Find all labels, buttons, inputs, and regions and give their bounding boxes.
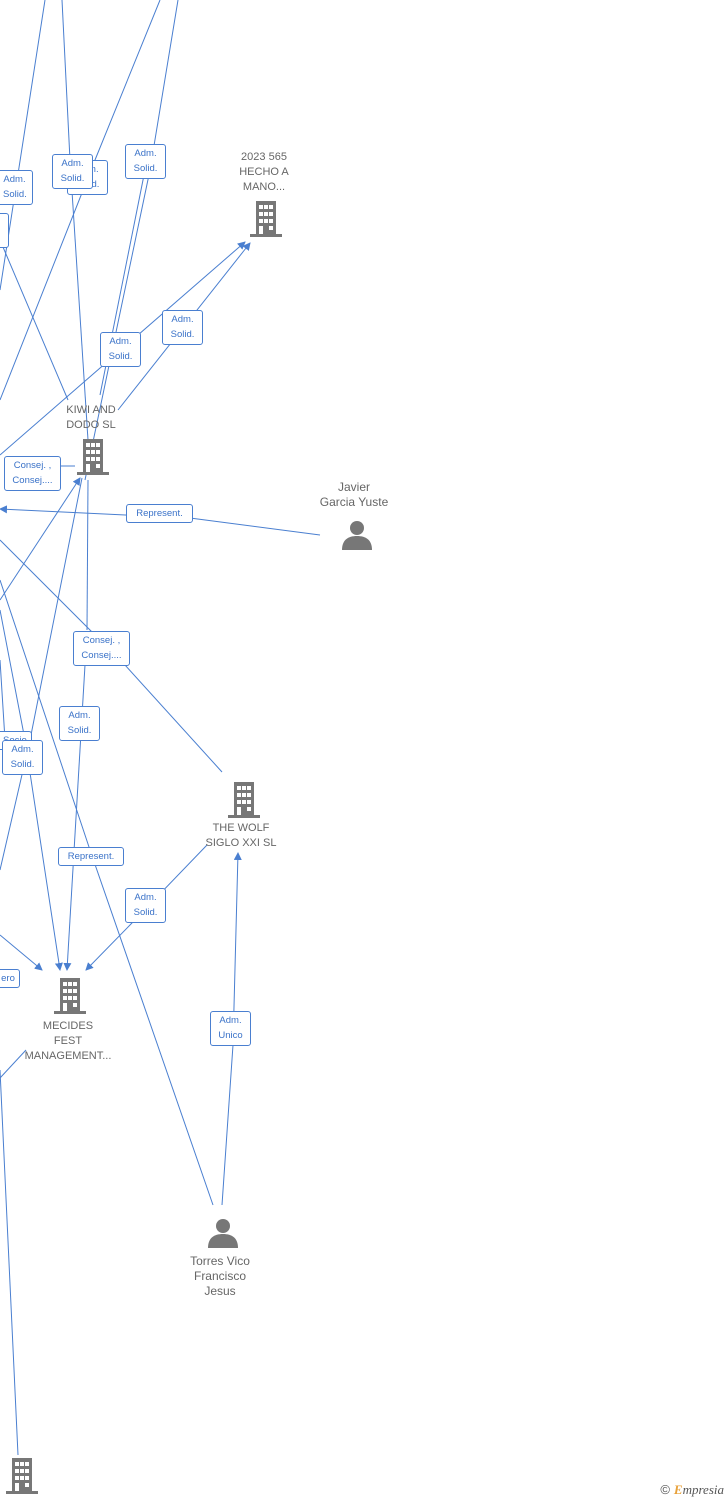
- edge-label-adm-unico[interactable]: Adm.Unico: [210, 1011, 251, 1046]
- empresia-watermark[interactable]: ©Empresia: [660, 1482, 724, 1498]
- building-icon: [77, 439, 109, 475]
- brand-name: mpresia: [682, 1482, 724, 1497]
- edge-line: [0, 539, 96, 636]
- node-label-javier-garcia-yuste[interactable]: Javier Garcia Yuste: [319, 480, 389, 509]
- edge-line: [0, 579, 214, 1206]
- edge-label-adm-solid[interactable]: Adm.Solid.: [162, 310, 203, 345]
- edge-label-adm-solid[interactable]: Adm.Solid.: [125, 144, 166, 179]
- person-icon: [342, 521, 372, 550]
- edge-line: [69, 159, 89, 441]
- edge-line: [0, 239, 69, 401]
- edge-label-represent[interactable]: Represent.: [126, 504, 193, 523]
- copyright-symbol: ©: [660, 1482, 670, 1497]
- edge-label-represent[interactable]: Represent.: [58, 847, 124, 866]
- edge-line: [61, 0, 71, 161]
- edge-line: [0, 934, 43, 971]
- building-icon: [250, 201, 282, 237]
- edge-line: [124, 664, 223, 773]
- brand-initial: E: [673, 1482, 683, 1497]
- edge-line: [0, 609, 63, 971]
- node-label-2023-565[interactable]: 2023 565 HECHO A MANO...: [239, 151, 289, 193]
- edge-label-adm-solid[interactable]: Adm.Solid.: [0, 170, 33, 205]
- edge-label-adm-solid[interactable]: Adm.Solid.: [59, 706, 100, 741]
- node-label-mecides-fest[interactable]: MECIDES FEST MANAGEMENT...: [24, 1020, 112, 1062]
- edge-label-adm-solid[interactable]: Adm.Solid.: [2, 740, 43, 775]
- building-icon: [54, 978, 86, 1014]
- node-label-kiwi-and-dodo[interactable]: KIWI AND DODO SL: [66, 404, 116, 431]
- building-icon: [228, 782, 260, 818]
- edge-line: [0, 1069, 19, 1456]
- node-label-torres-vico[interactable]: Torres Vico Francisco Jesus: [190, 1254, 250, 1298]
- edge-line: [85, 844, 208, 971]
- edge-label-consejero[interactable]: Consej. ,Consej....: [4, 456, 61, 491]
- edge-label-adm-solid[interactable]: Adm.Solid.: [100, 332, 141, 367]
- edge-label-partial[interactable]: [0, 213, 9, 248]
- person-icon: [208, 1219, 238, 1248]
- edge-label-partial[interactable]: ero: [0, 969, 20, 988]
- edge-label-adm-solid[interactable]: Adm.Solid.: [52, 154, 93, 189]
- edge-line: [0, 477, 81, 601]
- edge-line: [0, 659, 6, 741]
- edge-label-adm-solid[interactable]: Adm.Solid.: [125, 888, 166, 923]
- edge-label-consejero[interactable]: Consej. ,Consej....: [73, 631, 130, 666]
- building-icon: [6, 1458, 38, 1494]
- edge-line: [86, 479, 89, 631]
- node-label-the-wolf[interactable]: THE WOLF SIGLO XXI SL: [205, 822, 277, 849]
- edge-line: [0, 1049, 27, 1079]
